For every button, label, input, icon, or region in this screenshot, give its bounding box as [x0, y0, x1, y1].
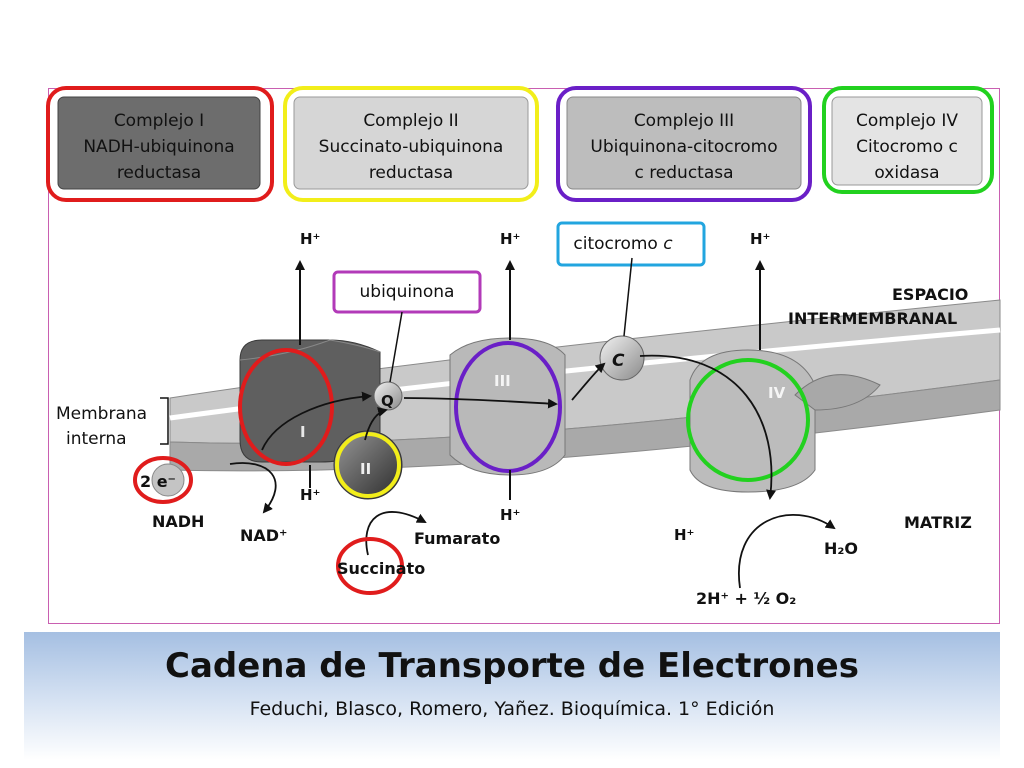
succinato-text: Succinato [337, 559, 425, 578]
hplus-matrix-2: H⁺ [500, 506, 520, 524]
complex-i-label: I [300, 423, 306, 441]
complex-3-card [566, 96, 802, 190]
electron-transport-diagram: Complejo I NADH-ubiquinona reductasa Com… [46, 86, 1001, 608]
espacio-label: ESPACIO [892, 285, 968, 304]
complex-3-outline [556, 86, 812, 202]
complex-2-line1: Complejo II [363, 111, 458, 131]
complex-3-line1: Complejo III [634, 111, 734, 131]
complex-3-line2: Ubiquinona-citocromo [590, 137, 777, 157]
footer-banner: Cadena de Transporte de Electrones Feduc… [24, 632, 1000, 760]
complex-box-4: Complejo IV Citocromo c oxidasa [822, 86, 994, 194]
ubiquinona-callout-box [332, 270, 482, 314]
complex-iv-shape: IV [686, 349, 881, 493]
electrons-text: 2 e⁻ [140, 472, 176, 491]
citocromo-callout: citocromo c [556, 221, 706, 337]
slide-title: Cadena de Transporte de Electrones [165, 646, 859, 686]
ubiquinona-callout-text: ubiquinona [360, 282, 455, 302]
complex-3-line3: c reductasa [634, 163, 733, 183]
complex-iii-highlight [454, 341, 562, 473]
hplus-matrix-3: H⁺ [674, 526, 694, 544]
complex-ii-shape: II [333, 430, 403, 500]
matriz-label: MATRIZ [904, 513, 972, 532]
complex-ii-highlight [335, 432, 401, 498]
hplus-label-1: H⁺ [300, 230, 320, 248]
complex-4-line1: Complejo IV [856, 111, 958, 131]
complex-iv-highlight [686, 358, 810, 482]
electrons-label: 2 e⁻ [133, 456, 193, 504]
c-label: C [612, 351, 625, 371]
complex-1-outline [46, 86, 274, 202]
complex-1-line2: NADH-ubiquinona [83, 137, 234, 157]
slide-subtitle: Feduchi, Blasco, Romero, Yañez. Bioquími… [249, 698, 775, 720]
proton-pump-arrows: H⁺ H⁺ H⁺ H⁺ H⁺ H⁺ [295, 230, 770, 544]
complex-iii-shape: III [449, 337, 566, 476]
hplus-label-3: H⁺ [750, 230, 770, 248]
ubiquinona-callout: ubiquinona [332, 270, 482, 383]
oxygen-label: 2H⁺ + ½ O₂ [696, 589, 796, 608]
electron-flow-arrows [229, 354, 836, 589]
complex-iii-label: III [494, 372, 511, 390]
h2o-label: H₂O [824, 539, 858, 558]
membrana-label: Membrana [56, 404, 147, 424]
complex-4-outline [822, 86, 994, 194]
complex-1-line1: Complejo I [114, 111, 204, 131]
hplus-label-2: H⁺ [500, 230, 520, 248]
interna-label: interna [66, 429, 127, 449]
complex-box-1: Complejo I NADH-ubiquinona reductasa [46, 86, 274, 202]
complex-box-2: Complejo II Succinato-ubiquinona reducta… [283, 86, 539, 202]
nad-label: NAD⁺ [240, 526, 288, 545]
q-label: Q [381, 392, 394, 410]
complex-2-outline [283, 86, 539, 202]
ubiquinona-pointer [389, 311, 403, 383]
complex-box-3: Complejo III Ubiquinona-citocromo c redu… [556, 86, 812, 202]
complex-2-line2: Succinato-ubiquinona [319, 137, 504, 157]
complex-4-card [831, 96, 983, 186]
complex-1-line3: reductasa [117, 163, 201, 183]
cytochrome-c: C [599, 335, 645, 381]
complex-ii-label: II [360, 460, 371, 478]
hplus-matrix-1: H⁺ [300, 486, 320, 504]
intermembranal-label: INTERMEMBRANAL [788, 309, 957, 328]
complex-2-card [293, 96, 529, 190]
nadh-label: NADH [152, 512, 204, 531]
succinato-label: Succinato [336, 537, 425, 595]
membrana-interna-label: Membrana interna [56, 397, 169, 449]
citocromo-callout-text: citocromo c [573, 234, 673, 254]
complex-4-line3: oxidasa [874, 163, 939, 183]
complex-i-highlight [238, 348, 334, 466]
electrons-highlight [133, 456, 193, 504]
complex-1-card [57, 96, 261, 190]
succinato-highlight [336, 537, 404, 595]
complex-2-line3: reductasa [369, 163, 453, 183]
complex-4-line2: Citocromo c [856, 137, 958, 157]
complex-iv-label: IV [768, 384, 786, 402]
fumarato-label: Fumarato [414, 529, 500, 548]
citocromo-pointer [623, 257, 633, 337]
ubiquinone-q: Q [373, 381, 403, 411]
